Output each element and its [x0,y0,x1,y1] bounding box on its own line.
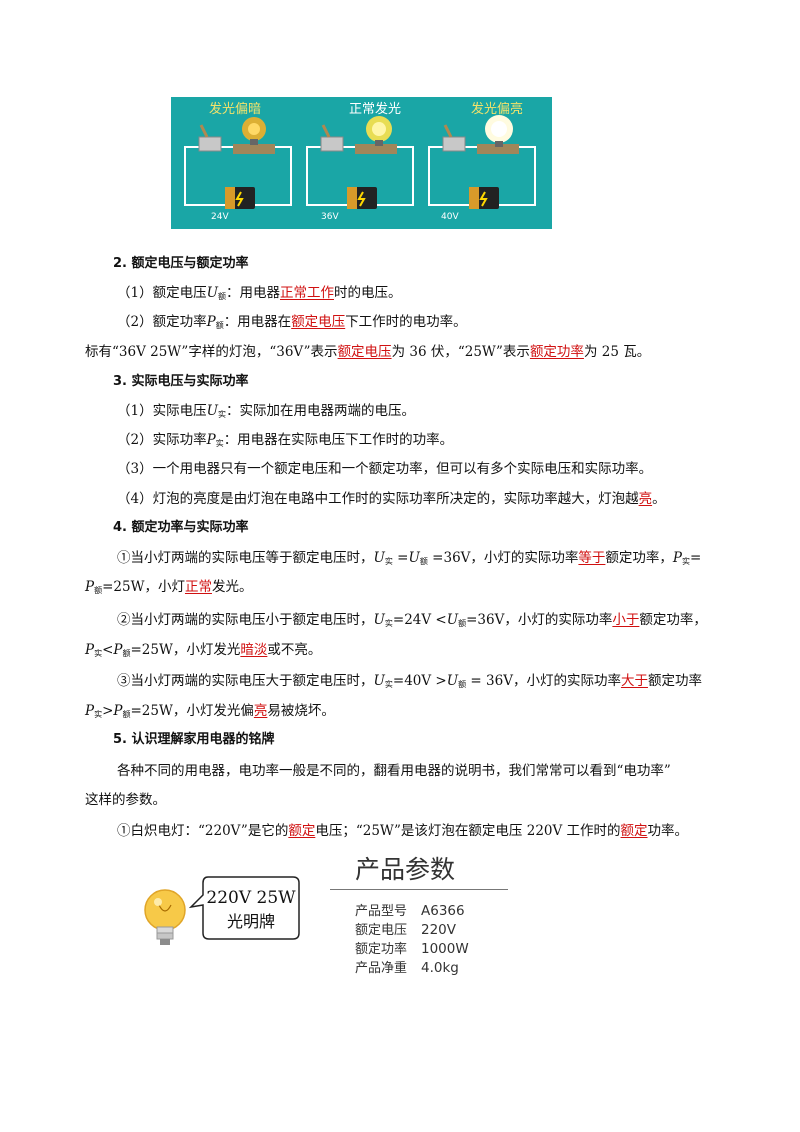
text-line: P实>P额=25W，小灯发光偏亮易被烧坏。 [85,703,335,719]
section-heading: 4. 额定功率与实际功率 [113,520,249,535]
text-line: ③当小灯两端的实际电压大于额定电压时，U实=40V >U额 = 36V，小灯的实… [117,673,702,689]
answer-blank: 额定电压 [291,314,346,330]
panel-dim: 发光偏暗 24V [184,101,292,222]
text-line: （2）额定功率P额：用电器在额定电压下工作时的电功率。 [117,314,467,330]
panel-normal: 正常发光 36V [306,101,414,222]
section-heading: 3. 实际电压与实际功率 [113,374,249,389]
text-line: （3）一个用电器只有一个额定电压和一个额定功率，但可以有多个实际电压和实际功率。 [117,461,653,477]
text-line: P额=25W，小灯正常发光。 [85,579,253,595]
panel-voltage-label: 36V [321,212,339,222]
panel-status-label: 发光偏暗 [209,101,261,117]
divider [330,889,508,890]
answer-blank: 亮 [253,703,268,719]
text-line: （4）灯泡的亮度是由灯泡在电路中工作时的实际功率所决定的，实际功率越大，灯泡越亮… [117,491,666,507]
answer-blank: 额定电压 [337,344,392,360]
text-line: 各种不同的用电器，电功率一般是不同的，翻看用电器的说明书，我们常常可以看到“电功… [117,763,671,779]
answer-blank: 正常工作 [279,285,334,301]
panel-voltage-label: 24V [211,212,229,222]
answer-blank: 等于 [578,550,606,566]
text-line: （2）实际功率P实：用电器在实际电压下工作时的功率。 [117,432,454,448]
answer-blank: 大于 [620,673,648,689]
section-heading: 2. 额定电压与额定功率 [113,256,249,271]
answer-blank: 小于 [612,612,640,628]
panel-status-label: 发光偏亮 [471,101,523,117]
answer-blank: 正常 [184,579,212,595]
text-line: （1）额定电压U额：用电器正常工作时的电压。 [117,285,402,301]
text-line: P实<P额=25W，小灯发光暗淡或不亮。 [85,642,322,658]
lightbulb-icon [144,889,186,945]
answer-blank: 额定 [620,823,648,839]
answer-blank: 额定功率 [529,344,584,360]
text-line: 标有“36V 25W”字样的灯泡，“36V”表示额定电压为 36 伏，“25W”… [85,344,651,360]
text-line: ①白炽电灯：“220V”是它的额定电压；“25W”是该灯泡在额定电压 220V … [117,823,689,839]
panel-status-label: 正常发光 [349,101,401,117]
answer-blank: 额定 [288,823,316,839]
switch-lever-icon [321,124,331,138]
bulb-brightness-figure: 发光偏暗 24V 正常发光 36V [171,97,552,229]
bulb-rating-text: 220V 25W [206,888,296,908]
panel-bright: 发光偏亮 40V [428,101,536,222]
bulb-brand-text: 光明牌 [227,912,275,931]
panel-voltage-label: 40V [441,212,459,222]
bulb-label-figure: 220V 25W 光明牌 [144,876,300,945]
text-line: ②当小灯两端的实际电压小于额定电压时，U实=24V <U额=36V，小灯的实际功… [117,612,707,628]
switch-lever-icon [443,124,453,138]
speech-bubble [188,876,300,940]
section-heading: 5. 认识理解家用电器的铭牌 [113,732,275,747]
text-line: 这样的参数。 [85,792,166,808]
text-line: （1）实际电压U实：实际加在用电器两端的电压。 [117,403,415,419]
params-title: 产品参数 [355,855,456,884]
switch-lever-icon [199,124,209,138]
text-line: ①当小灯两端的实际电压等于额定电压时，U实 =U额 =36V，小灯的实际功率等于… [117,550,702,566]
answer-blank: 亮 [638,491,653,507]
answer-blank: 暗淡 [240,642,268,658]
